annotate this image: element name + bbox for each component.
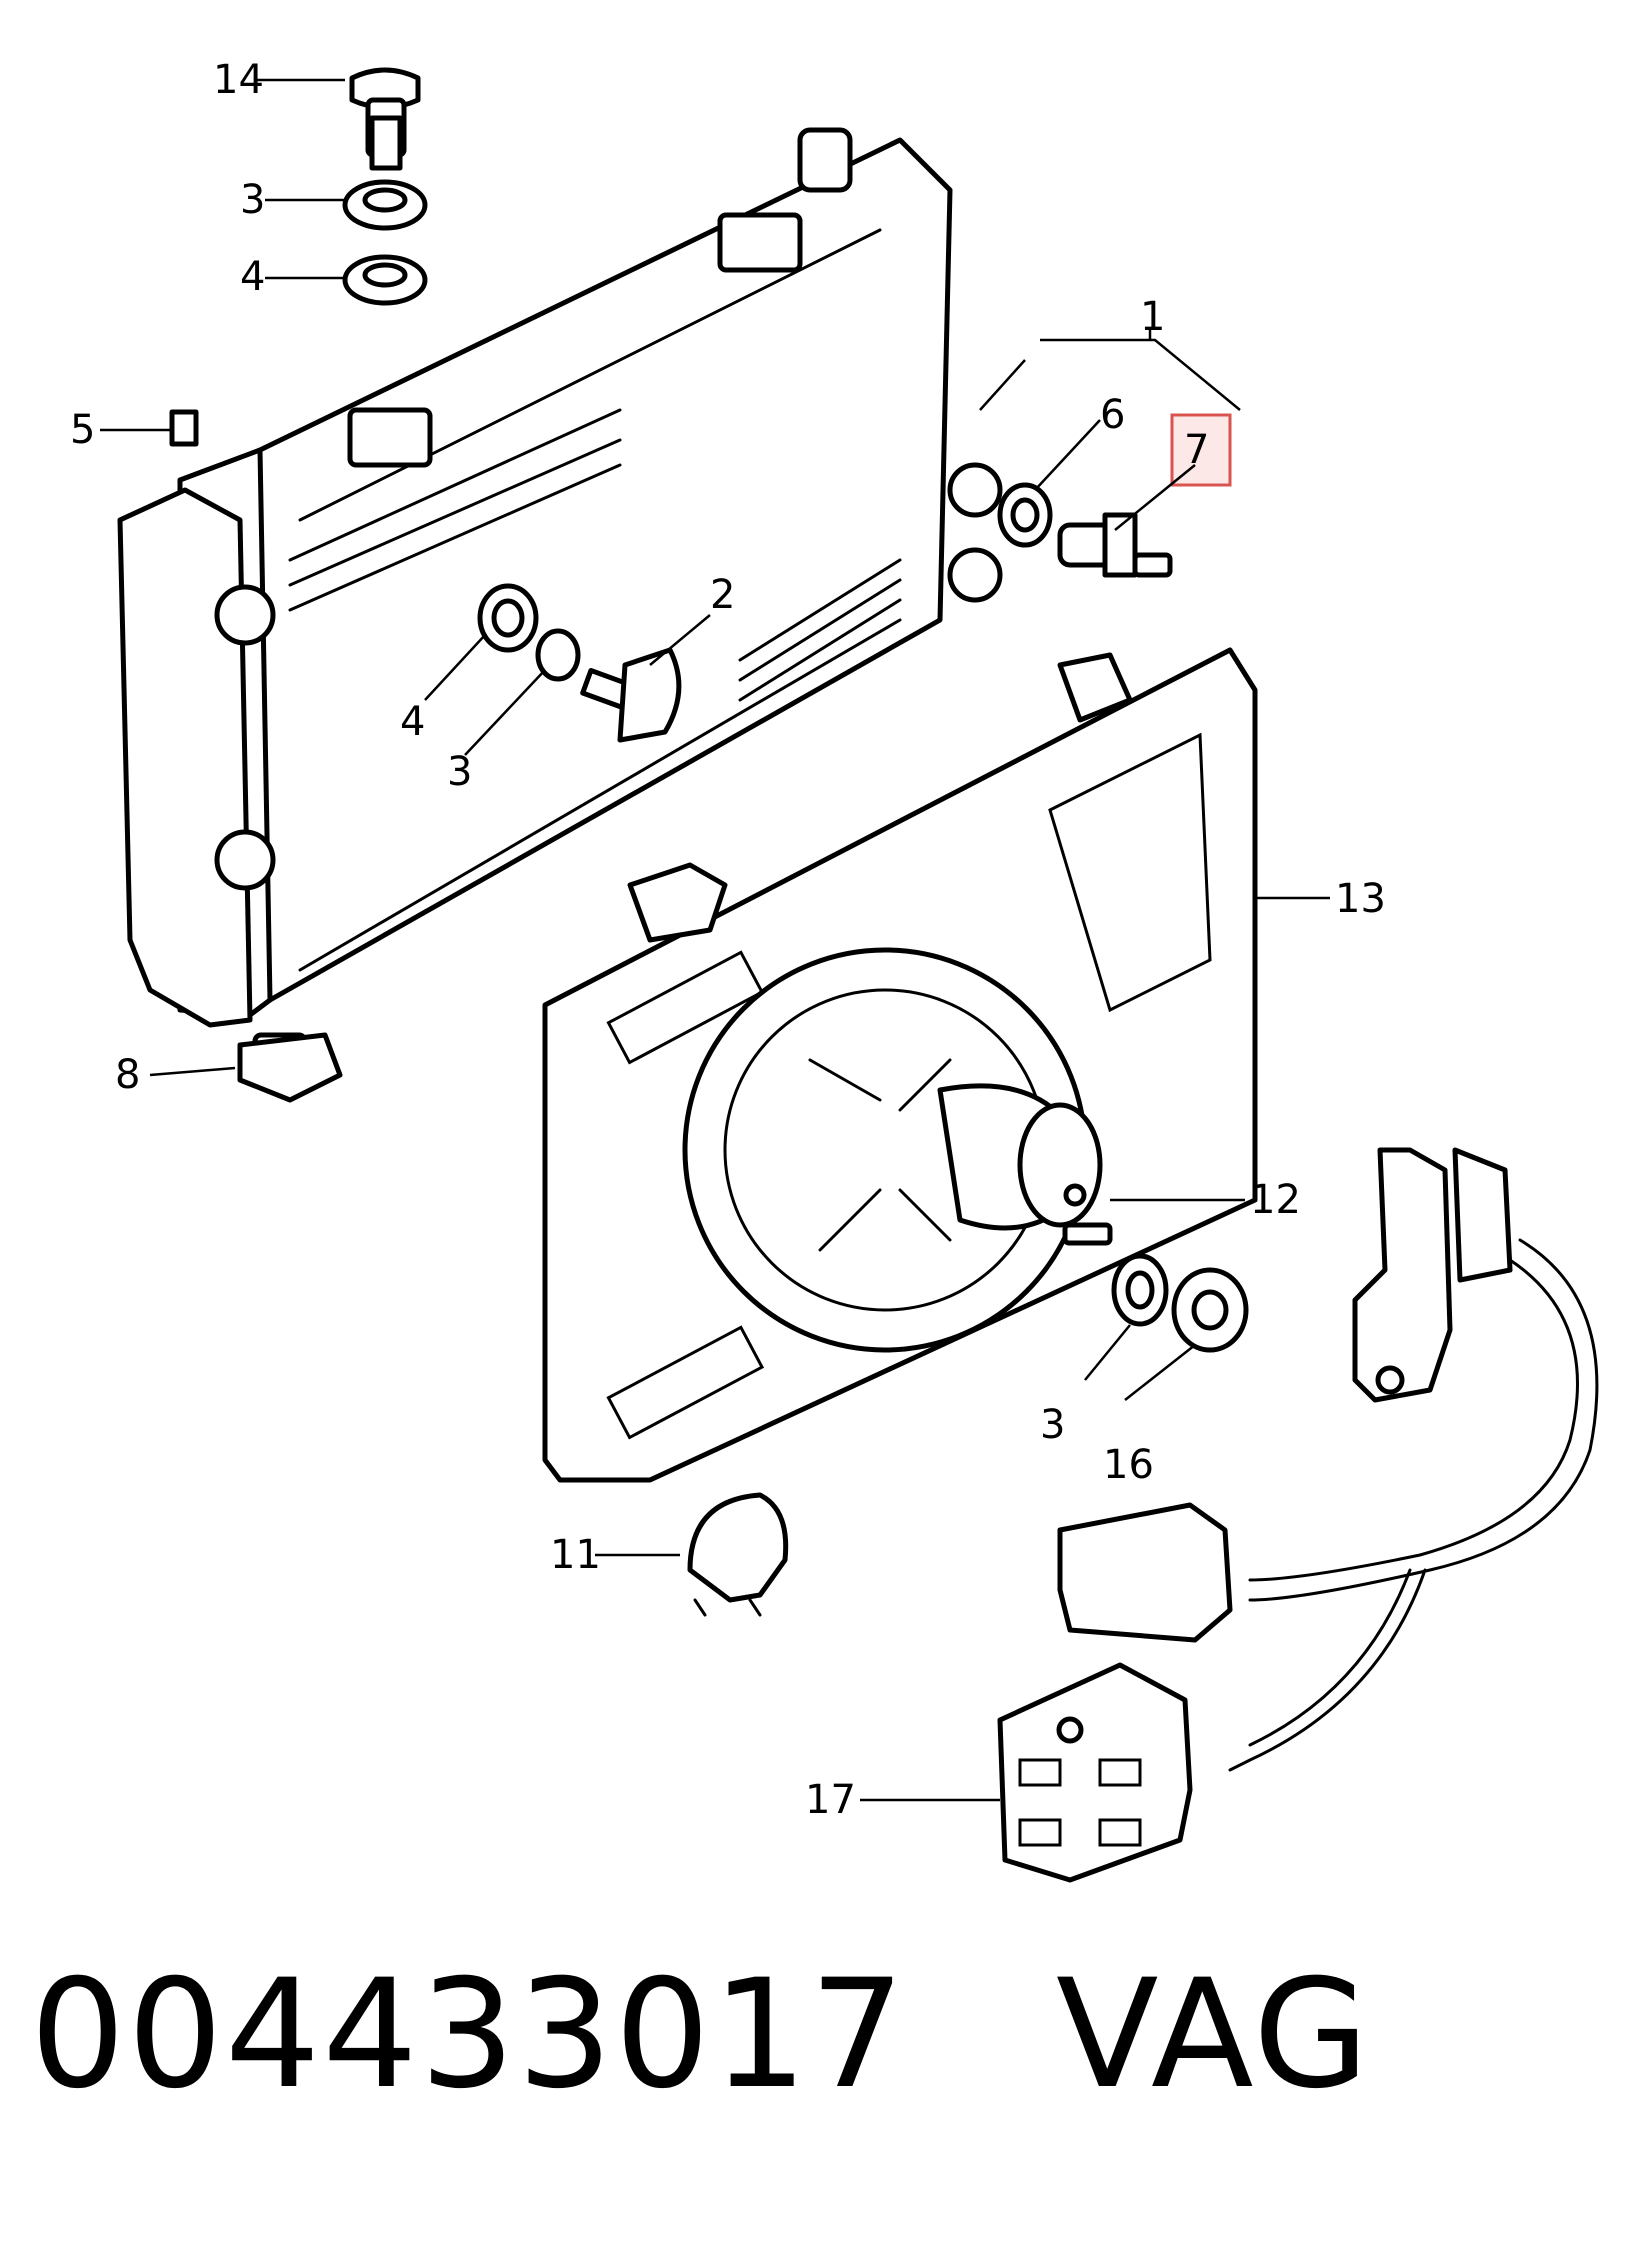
callout-2: 2 <box>710 572 735 618</box>
washer-4-top <box>342 254 428 306</box>
pad-8 <box>237 1032 343 1103</box>
part-number: 004433017 <box>30 1948 907 2122</box>
nut-16 <box>1171 1267 1249 1353</box>
washer-3-low <box>1111 1253 1169 1327</box>
callout-6: 6 <box>1100 392 1125 438</box>
radiator <box>117 127 1003 1058</box>
callout-8: 8 <box>115 1052 140 1098</box>
washer-4-mid <box>477 583 539 653</box>
part-number-footer: 004433017 VAG <box>30 1960 1371 2110</box>
callout-7: 7 <box>1184 427 1209 473</box>
brand-name: VAG <box>1055 1948 1372 2122</box>
fan-shroud <box>542 647 1258 1483</box>
wiring-harness <box>997 1147 1599 1883</box>
callout-13: 13 <box>1335 876 1386 922</box>
bolt-14 <box>349 67 421 171</box>
temperature-switch-7 <box>1057 512 1173 578</box>
clamp-11 <box>687 1492 789 1617</box>
callout-3-top: 3 <box>240 177 265 223</box>
callout-5: 5 <box>70 407 95 453</box>
clip-5 <box>169 409 199 447</box>
callout-4-top: 4 <box>240 254 265 300</box>
callout-12: 12 <box>1250 1177 1301 1223</box>
callout-16: 16 <box>1103 1442 1154 1488</box>
leader-lines <box>100 78 1330 1802</box>
bolt-2 <box>580 647 682 743</box>
washer-6 <box>997 482 1053 548</box>
callout-1: 1 <box>1140 294 1165 340</box>
washer-3-top <box>342 179 428 231</box>
washer-3-mid <box>535 628 581 682</box>
callout-17: 17 <box>805 1777 856 1823</box>
callout-3-low: 3 <box>1040 1402 1065 1448</box>
callout-14: 14 <box>213 57 264 103</box>
callout-4-mid: 4 <box>400 699 425 745</box>
callout-11: 11 <box>550 1532 601 1578</box>
callout-3-mid: 3 <box>447 749 472 795</box>
part-7-highlight <box>1170 413 1232 487</box>
